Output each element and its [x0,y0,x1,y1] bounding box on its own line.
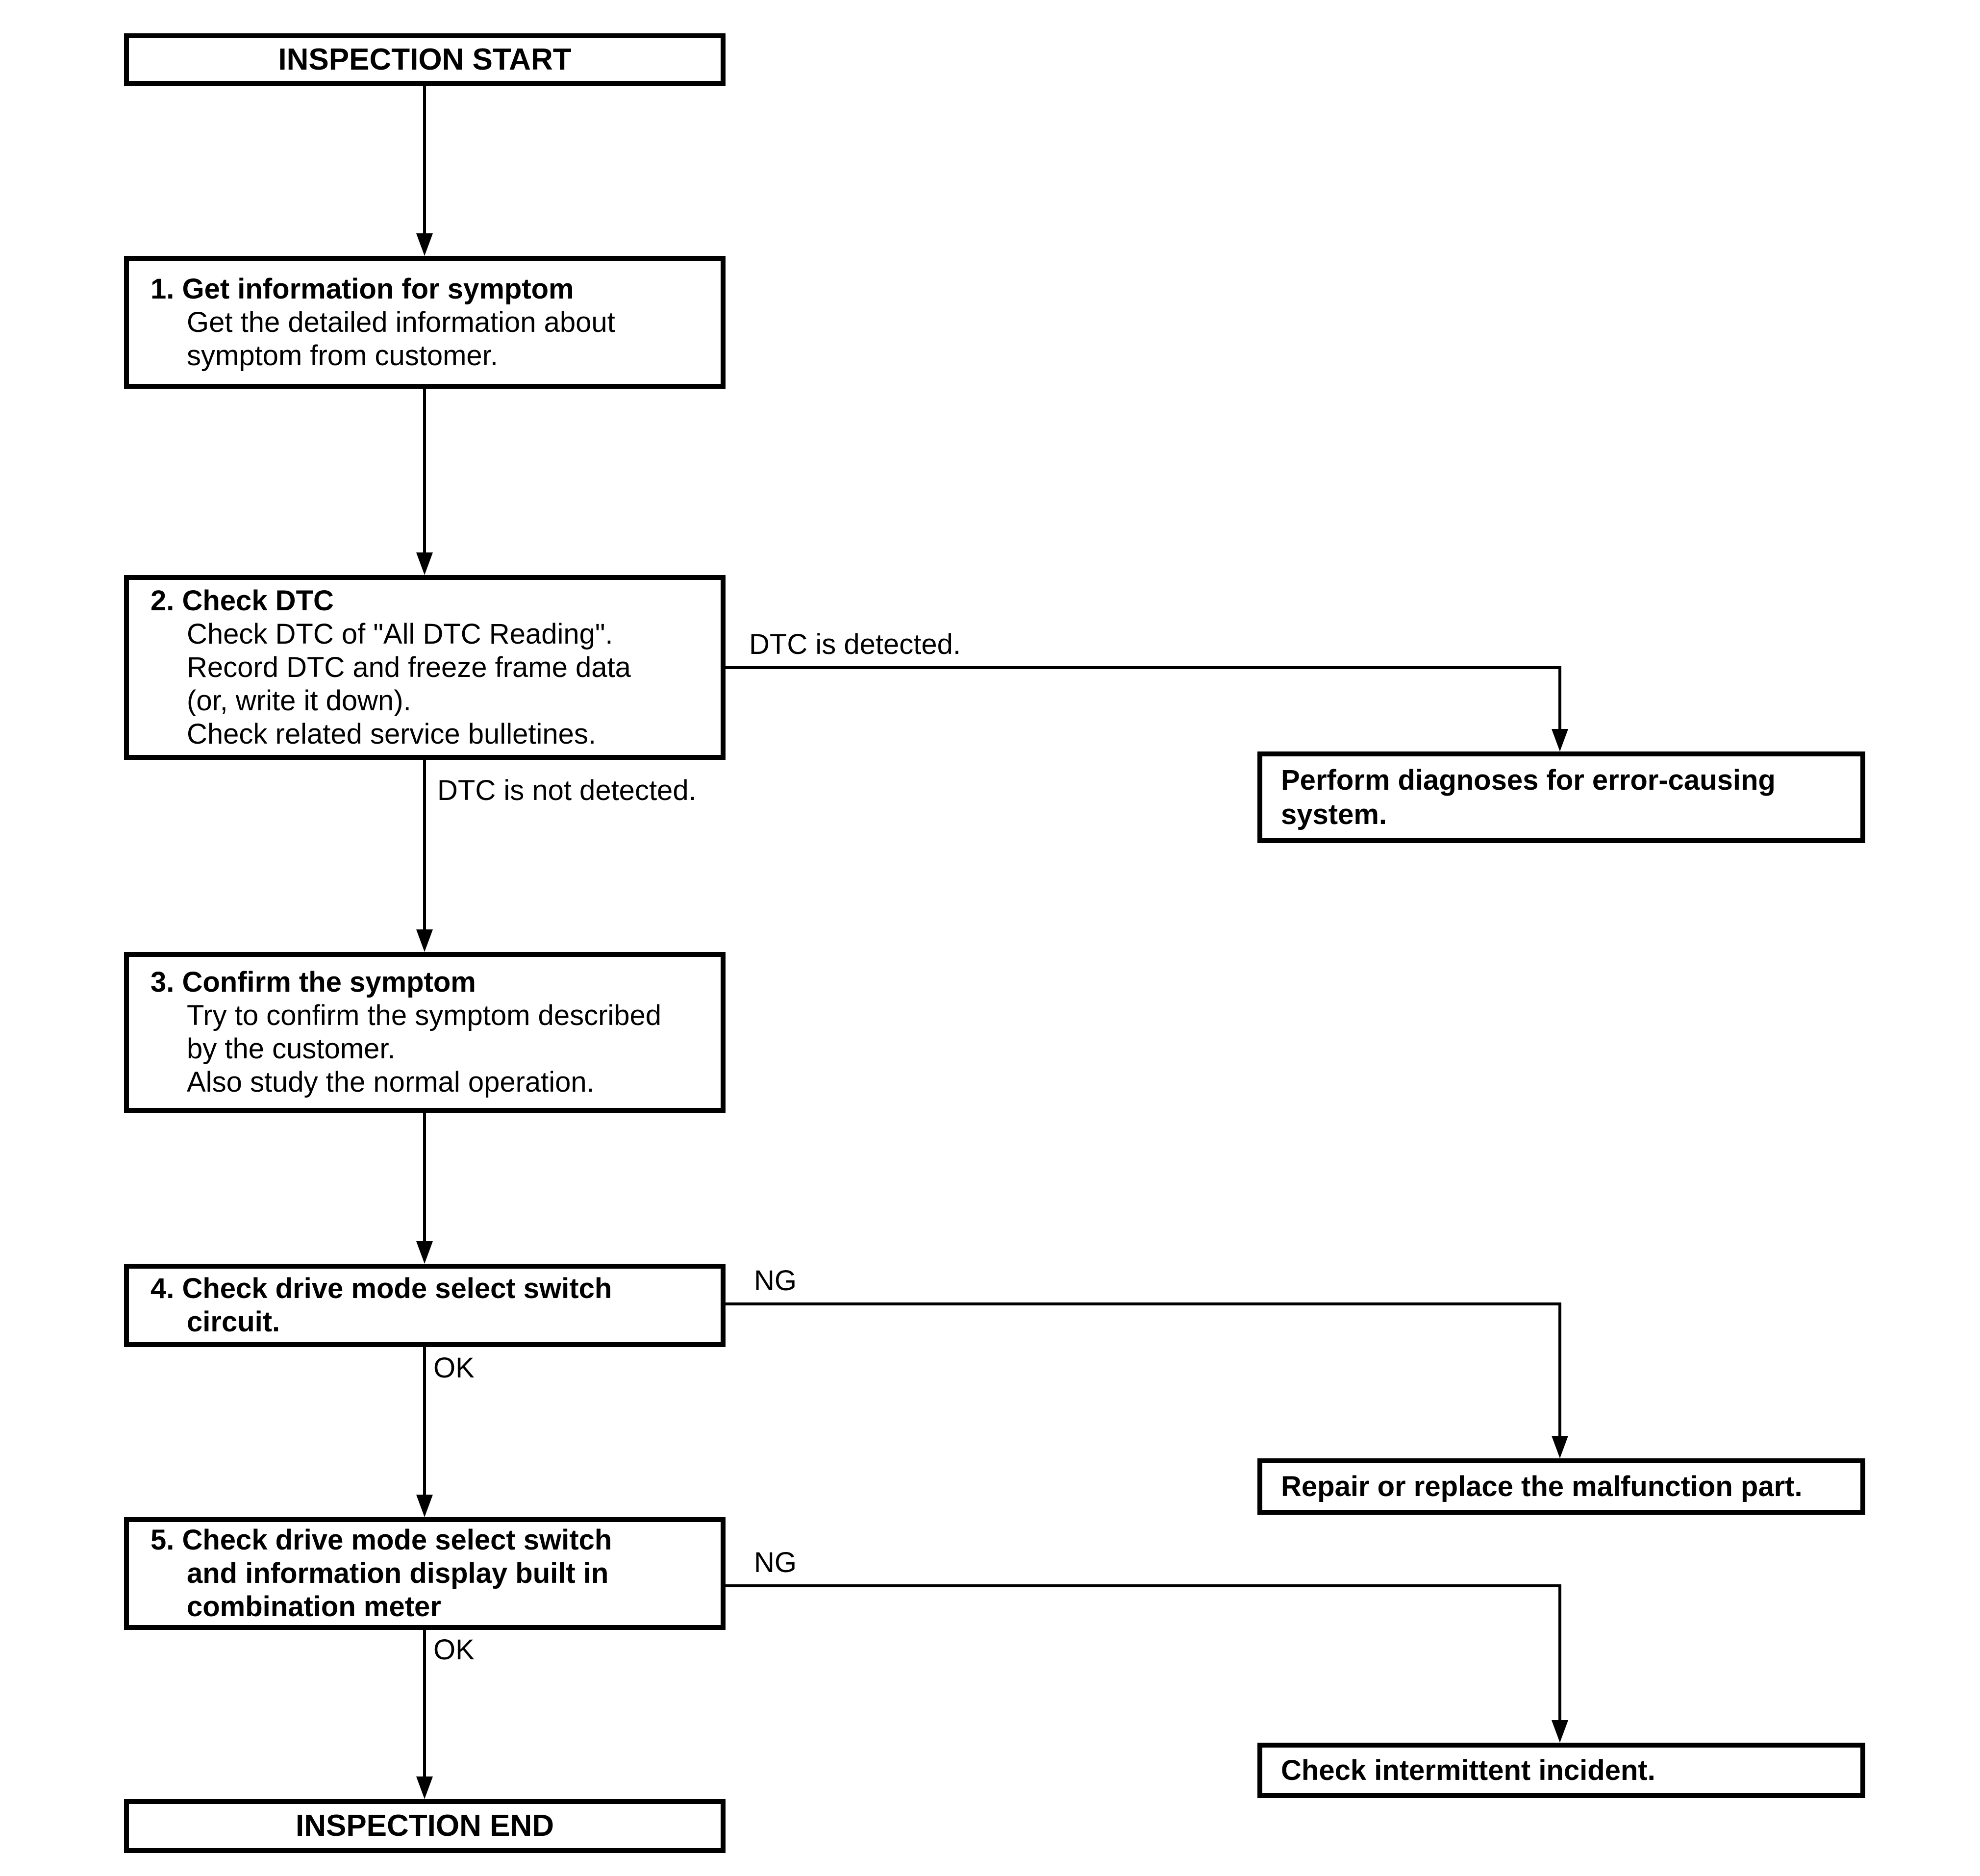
connector-step5-to-end [423,1630,426,1776]
edge-label-step5-ng: NG [754,1547,797,1578]
node-step3-confirm-symptom: 3. Confirm the symptom Try to confirm th… [124,952,726,1113]
node-step1-get-information: 1. Get information for symptom Get the d… [124,256,726,389]
connector-step2-dtc-detected-horizontal [726,666,1561,669]
node-label: Check intermittent incident. [1281,1754,1655,1786]
step-body: Try to confirm the symptom described by … [187,1000,662,1098]
node-label: INSPECTION END [295,1809,554,1843]
step-heading: 3. Confirm the symptom [150,966,476,998]
step-heading: 1. Get information for symptom [150,273,574,305]
step-body: Get the detailed information about sympt… [187,306,615,372]
node-label: INSPECTION START [278,42,572,76]
arrow-down-icon [1552,1720,1568,1743]
node-step2-check-dtc: 2. Check DTC Check DTC of "All DTC Readi… [124,575,726,760]
connector-step5-ng-horizontal [726,1584,1561,1587]
node-inspection-end: INSPECTION END [124,1799,726,1853]
step-heading: 2. Check DTC [150,584,334,617]
node-check-intermittent: Check intermittent incident. [1257,1743,1865,1798]
edge-label-step4-ng: NG [754,1265,797,1297]
connector-step5-ng-vertical [1558,1584,1561,1720]
node-label: Perform diagnoses for error-causing syst… [1281,764,1776,830]
node-step4-check-switch-circuit: 4. Check drive mode select switch circui… [124,1264,726,1347]
connector-step4-to-step5 [423,1347,426,1495]
connector-step1-to-step2 [423,389,426,552]
node-step5-check-switch-and-display: 5. Check drive mode select switch and in… [124,1517,726,1630]
node-inspection-start: INSPECTION START [124,33,726,86]
arrow-down-icon [416,233,433,256]
edge-label-step4-ok: OK [433,1352,475,1384]
connector-start-to-step1 [423,86,426,233]
arrow-down-icon [416,1776,433,1799]
step-body: Check DTC of "All DTC Reading". Record D… [187,618,631,750]
edge-label-dtc-not-detected: DTC is not detected. [437,775,697,806]
arrow-down-icon [1552,1436,1568,1458]
step-heading: 4. Check drive mode select switch circui… [150,1273,612,1338]
arrow-down-icon [416,1495,433,1517]
edge-label-dtc-detected: DTC is detected. [749,628,961,660]
arrow-down-icon [416,1241,433,1264]
step-heading: 5. Check drive mode select switch and in… [150,1524,612,1623]
connector-step4-ng-vertical [1558,1302,1561,1436]
node-repair-or-replace: Repair or replace the malfunction part. [1257,1458,1865,1515]
connector-step2-dtc-detected-vertical [1558,666,1561,729]
connector-step4-ng-horizontal [726,1302,1561,1305]
node-label: Repair or replace the malfunction part. [1281,1470,1803,1502]
connector-step3-to-step4 [423,1113,426,1241]
arrow-down-icon [416,929,433,952]
connector-step2-to-step3 [423,760,426,929]
arrow-down-icon [416,552,433,575]
arrow-down-icon [1552,729,1568,751]
edge-label-step5-ok: OK [433,1634,475,1666]
node-perform-diagnoses: Perform diagnoses for error-causing syst… [1257,751,1865,843]
